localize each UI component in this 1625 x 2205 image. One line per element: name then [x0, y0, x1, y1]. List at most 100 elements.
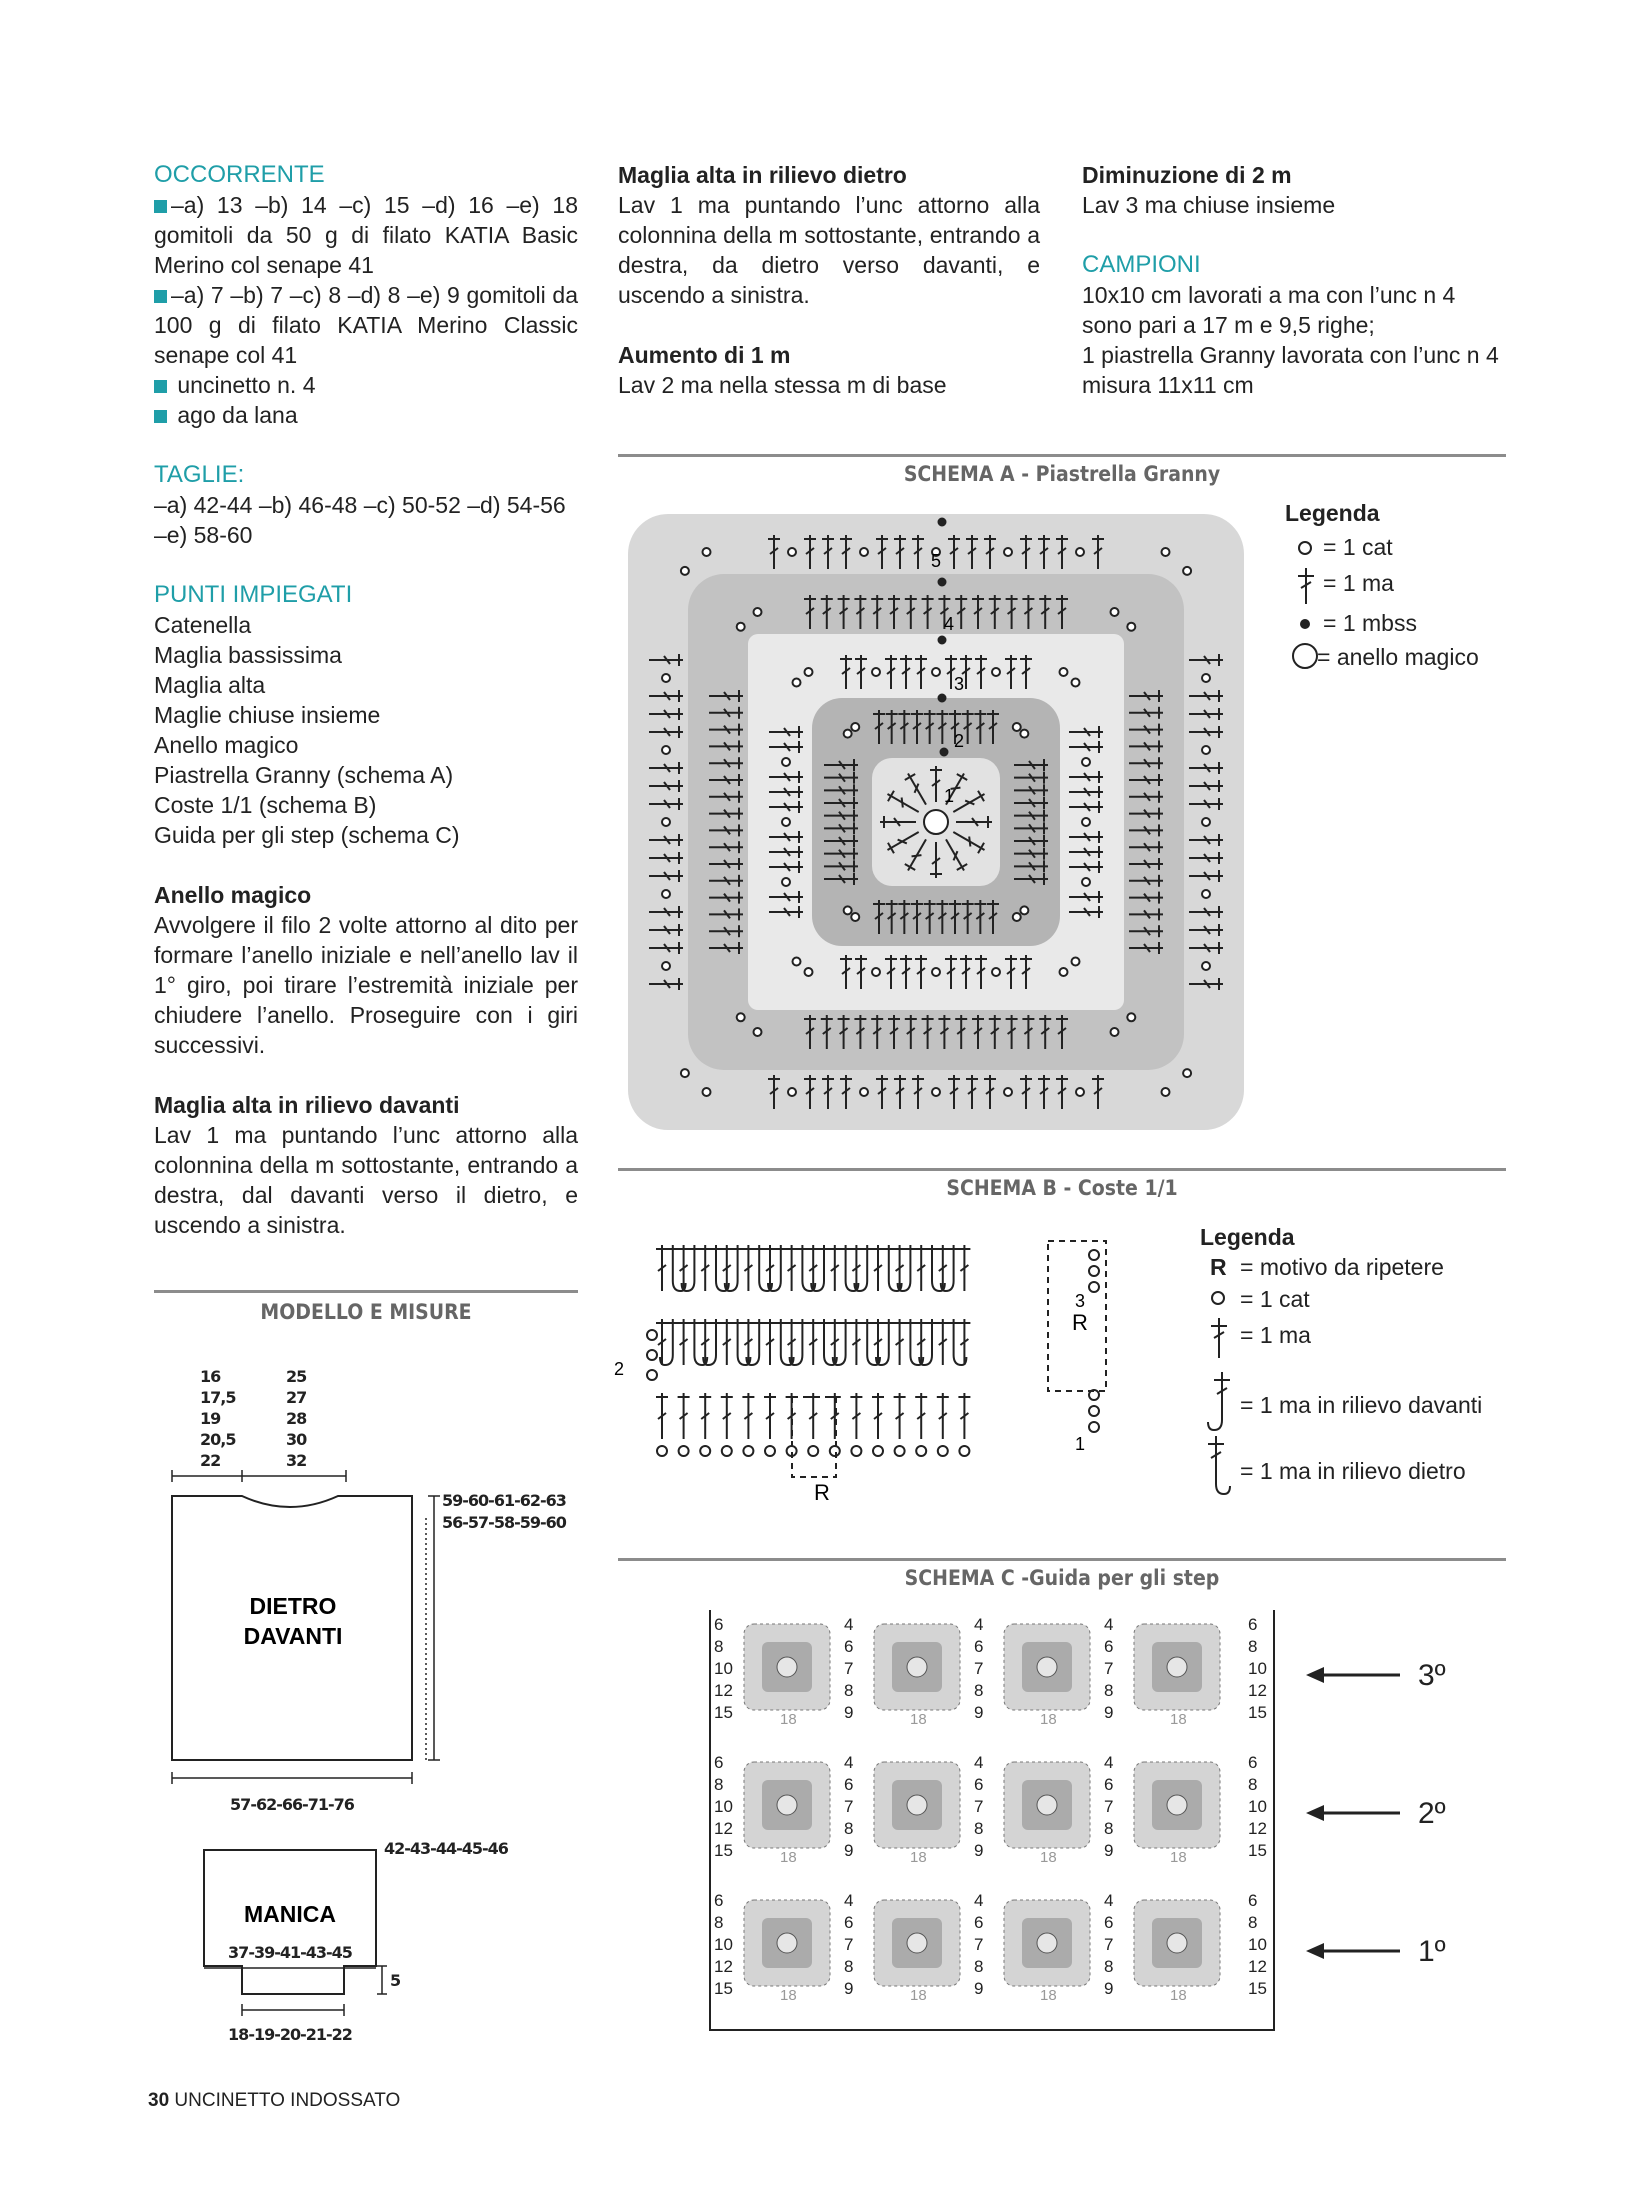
granny-tile: 1846789 — [844, 1753, 960, 1866]
svg-text:17,5: 17,5 — [200, 1388, 236, 1407]
chain-symbol — [788, 1088, 796, 1096]
step-number: 15 — [714, 1703, 733, 1722]
double-crochet-icon — [1295, 566, 1317, 606]
chain-symbol — [1089, 1250, 1099, 1260]
row-label: 3 — [1075, 1291, 1085, 1311]
chain-symbol — [938, 1446, 948, 1456]
step-number: 15 — [714, 1841, 733, 1860]
chain-symbol — [722, 1446, 732, 1456]
slip-stitch-symbol — [939, 579, 946, 586]
back-post-dc-icon — [1204, 1434, 1234, 1500]
chain-symbol — [851, 1446, 861, 1456]
step-number: 15 — [1248, 1841, 1267, 1860]
chain-symbol — [872, 668, 880, 676]
tile-number: 18 — [1040, 1711, 1057, 1728]
step-number: 8 — [714, 1637, 723, 1656]
round-label: 2 — [954, 731, 964, 751]
right-column: Diminuzione di 2 m Lav 3 ma chiuse insie… — [1082, 160, 1506, 400]
chain-symbol — [1183, 567, 1191, 575]
chain-symbol — [703, 1088, 711, 1096]
left-column: OCCORRENTE –a) 13 –b) 14 –c) 15 –d) 16 –… — [154, 160, 578, 1240]
mard-text: Lav 1 ma puntando l’unc attorno alla col… — [154, 1120, 578, 1240]
svg-text:30: 30 — [286, 1430, 307, 1449]
occorrente-item: –a) 13 –b) 14 –c) 15 –d) 16 –e) 18 gomit… — [154, 190, 578, 280]
step-number: 7 — [844, 1935, 853, 1954]
svg-text:19: 19 — [200, 1409, 221, 1428]
tile-number: 18 — [910, 1987, 927, 2004]
chain-symbol — [1020, 906, 1028, 914]
double-crochet-symbol — [894, 1319, 906, 1365]
step-number: 7 — [1104, 1797, 1113, 1816]
double-crochet-symbol — [937, 1393, 949, 1439]
step-number: 6 — [1248, 1753, 1257, 1772]
double-crochet-symbol — [699, 1319, 711, 1365]
round-label: 1 — [944, 786, 954, 806]
legend-title: Legenda — [1200, 1222, 1510, 1252]
svg-text:57-62-66-71-76: 57-62-66-71-76 — [230, 1795, 355, 1814]
tile-number: 18 — [1170, 1987, 1187, 2004]
chain-symbol — [1089, 1266, 1099, 1276]
double-crochet-symbol — [721, 1245, 733, 1291]
step-number: 12 — [714, 1681, 733, 1700]
double-crochet-symbol — [872, 1319, 884, 1365]
divider — [618, 1168, 1506, 1171]
bullet-square-icon — [154, 380, 167, 393]
chain-symbol — [1004, 548, 1012, 556]
divider — [154, 1290, 578, 1293]
magic-ring-icon — [1291, 642, 1319, 670]
magazine-name: UNCINETTO INDOSSATO — [174, 2090, 400, 2111]
step-number: 8 — [1104, 1819, 1113, 1838]
step-number: 12 — [714, 1819, 733, 1838]
step-number: 4 — [1104, 1753, 1113, 1772]
chain-symbol — [1162, 1088, 1170, 1096]
step-number: 6 — [714, 1891, 723, 1910]
chain-symbol — [662, 962, 670, 970]
ribbing-diagram: R R 1 2 3 — [610, 1225, 1130, 1515]
double-crochet-symbol — [678, 1245, 690, 1291]
mid-column: Maglia alta in rilievo dietro Lav 1 ma p… — [618, 160, 1040, 400]
chain-symbol — [830, 1446, 840, 1456]
chain-symbol — [1202, 674, 1210, 682]
double-crochet-symbol — [937, 1319, 949, 1365]
slip-stitch-symbol — [941, 749, 948, 756]
occorrente-item: uncinetto n. 4 — [154, 370, 578, 400]
step-number: 8 — [844, 1819, 853, 1838]
double-crochet-symbol — [764, 1245, 776, 1291]
svg-text:MANICA: MANICA — [244, 1901, 336, 1927]
step-number: 7 — [974, 1935, 983, 1954]
step-number: 8 — [714, 1913, 723, 1932]
chain-symbol — [992, 968, 1000, 976]
step-number: 7 — [1104, 1659, 1113, 1678]
step-number: 8 — [974, 1957, 983, 1976]
step-number: 7 — [974, 1659, 983, 1678]
granny-tile: 1846789 — [1104, 1891, 1220, 2004]
double-crochet-symbol — [958, 1245, 970, 1291]
granny-tile: 1846789 — [974, 1891, 1090, 2004]
step-number: 4 — [844, 1615, 853, 1634]
schema-b-title: SCHEMA B - Coste 1/1 — [618, 1176, 1506, 1200]
page-number: 30 — [148, 2090, 169, 2111]
double-crochet-symbol — [678, 1393, 690, 1439]
chain-symbol — [754, 608, 762, 616]
chain-symbol — [1013, 723, 1021, 731]
granny-tile: 1868101215 — [714, 1615, 830, 1728]
step-number: 15 — [714, 1979, 733, 1998]
svg-text:22: 22 — [200, 1451, 220, 1470]
chain-symbol — [1202, 962, 1210, 970]
chain-icon — [1297, 540, 1313, 556]
svg-text:16: 16 — [200, 1367, 221, 1386]
chain-symbol — [793, 679, 801, 687]
chain-symbol — [895, 1446, 905, 1456]
svg-text:DIETRO: DIETRO — [250, 1593, 337, 1619]
step-number: 10 — [1248, 1659, 1267, 1678]
double-crochet-symbol — [958, 1319, 970, 1365]
tile-number: 18 — [1170, 1711, 1187, 1728]
step-guide-diagram: 1868101215184678918467891846789681012153… — [700, 1610, 1500, 2040]
double-crochet-symbol — [807, 1319, 819, 1365]
chain-symbol — [788, 548, 796, 556]
chain-symbol — [844, 730, 852, 738]
step-number: 12 — [1248, 1957, 1267, 1976]
chain-symbol — [782, 818, 790, 826]
double-crochet-symbol — [699, 1393, 711, 1439]
